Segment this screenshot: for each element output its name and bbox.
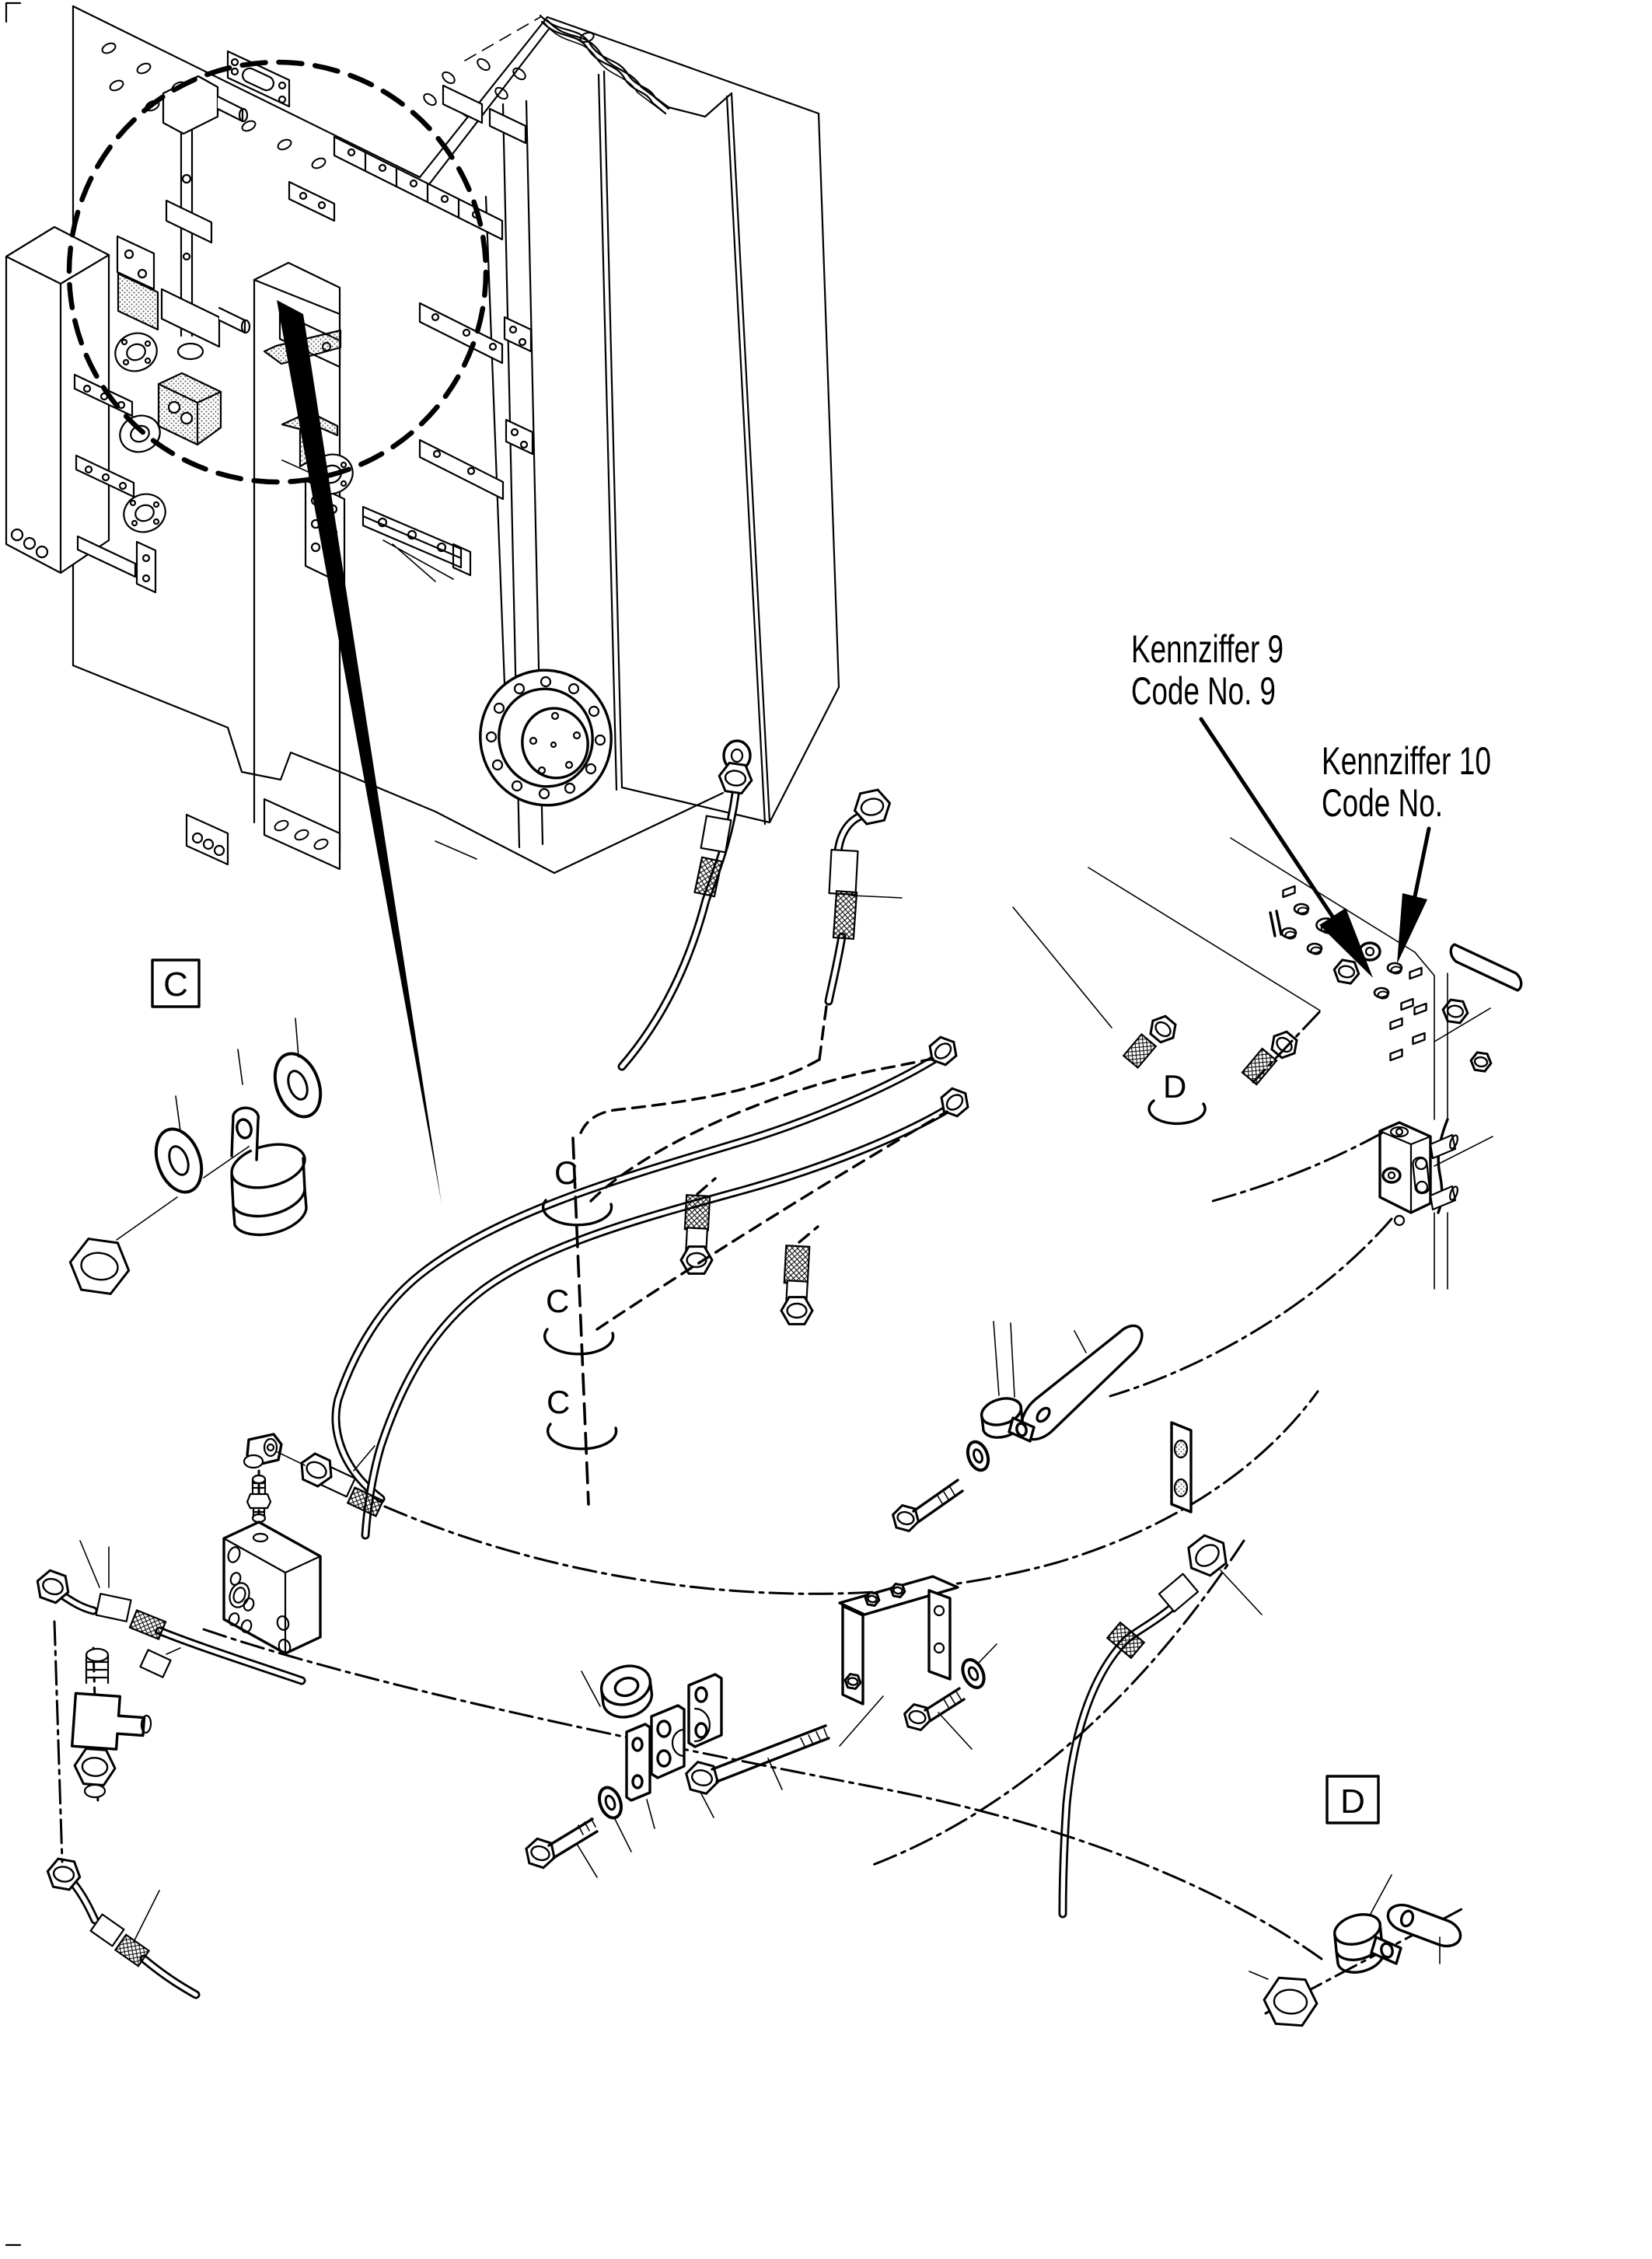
detail-c-box bbox=[151, 958, 201, 1008]
routing-lines bbox=[53, 1011, 1393, 1960]
hose-banjo-top bbox=[617, 741, 753, 1071]
hoses bbox=[33, 741, 1302, 1999]
tube bbox=[1019, 1324, 1144, 1441]
clamp-assembly bbox=[522, 1421, 1193, 1877]
hose-stub-1 bbox=[681, 1177, 715, 1273]
elbow-fitting bbox=[243, 1433, 306, 1469]
callout-code9-line2: Code No. 9 bbox=[1131, 669, 1276, 713]
hose-pair-center bbox=[295, 1032, 973, 1540]
p-clamp bbox=[1333, 1913, 1402, 1974]
fitting-stub-a bbox=[1012, 906, 1181, 1070]
detail-c-letter: C bbox=[163, 965, 188, 1004]
detail-d-letter: D bbox=[1340, 1782, 1365, 1821]
flange-ring bbox=[114, 332, 158, 372]
bracket-bolt bbox=[902, 1688, 966, 1732]
leader-arrowhead bbox=[1397, 893, 1427, 964]
leader-arrowhead bbox=[1319, 908, 1373, 978]
d-ref-arc bbox=[1147, 1099, 1207, 1126]
valve-block-assembly bbox=[72, 1433, 322, 1803]
valve-block bbox=[222, 1521, 322, 1655]
hose-bottom-left bbox=[45, 1857, 201, 1999]
page-corner-ticks bbox=[5, 2, 22, 2247]
grommet bbox=[599, 1664, 652, 1706]
detail-d: D bbox=[1249, 1775, 1463, 2027]
fitting-stub-b bbox=[1241, 1028, 1302, 1086]
spacer-plate-small bbox=[1170, 1421, 1193, 1514]
hose-lower-left bbox=[33, 1540, 306, 1685]
manifold-block bbox=[1378, 972, 1458, 1290]
detail-c: C bbox=[67, 958, 330, 1296]
p-clamp bbox=[980, 1397, 1036, 1443]
u-bracket bbox=[840, 1576, 997, 1749]
callout-code-no-9: Kennziffer 9 Code No. 9 bbox=[1131, 627, 1373, 978]
callout-code10-line2: Code No. bbox=[1322, 781, 1443, 825]
hose-right-lower bbox=[1058, 1529, 1262, 1919]
valve-mount-block bbox=[157, 372, 222, 446]
c-ref-1: C bbox=[554, 1154, 578, 1191]
pclamp-tube-group bbox=[890, 1321, 1144, 1533]
adapter-fitting bbox=[246, 1474, 272, 1524]
level-rod-assembly bbox=[160, 75, 251, 361]
d-ref: D bbox=[1163, 1068, 1186, 1105]
hose-stub-2 bbox=[781, 1225, 818, 1324]
code10-target-fitting bbox=[1386, 962, 1403, 975]
hose-elbow-top bbox=[578, 788, 902, 1136]
tee-fitting bbox=[72, 1646, 181, 1803]
clamp-bolt bbox=[522, 1818, 599, 1870]
pointer-wedge bbox=[277, 300, 442, 1203]
c-ref-2-arc bbox=[543, 1328, 615, 1356]
spacer-sleeve bbox=[1386, 1903, 1462, 1948]
callout-code9-line1: Kennziffer 9 bbox=[1131, 627, 1284, 671]
callout-code-no-10: Kennziffer 10 Code No. bbox=[1322, 739, 1491, 964]
travel-motor-hub-flange bbox=[479, 669, 613, 807]
detail-circle bbox=[66, 59, 489, 485]
detail-d-box bbox=[1325, 1775, 1380, 1824]
pin bbox=[1449, 943, 1523, 992]
c-ref-3: C bbox=[547, 1384, 570, 1420]
flange-ring bbox=[123, 493, 166, 533]
c-ref-2: C bbox=[546, 1283, 569, 1319]
clamp-bolt bbox=[890, 1479, 964, 1533]
machine-frame bbox=[5, 5, 840, 875]
leader-line bbox=[1199, 717, 1335, 919]
c-ref-1-arc bbox=[541, 1199, 613, 1227]
leader-line bbox=[1413, 826, 1431, 899]
fitting-panel bbox=[1088, 837, 1523, 1290]
reference-marks: C C C D bbox=[541, 1068, 1207, 1451]
c-ref-3-arc bbox=[546, 1423, 618, 1451]
hose-over-frame-top bbox=[539, 14, 670, 115]
long-bolt bbox=[683, 1724, 830, 1796]
pipe-clamp bbox=[230, 1106, 308, 1237]
callout-code10-line1: Kennziffer 10 bbox=[1322, 739, 1491, 783]
clamp-half-1 bbox=[650, 1704, 686, 1779]
